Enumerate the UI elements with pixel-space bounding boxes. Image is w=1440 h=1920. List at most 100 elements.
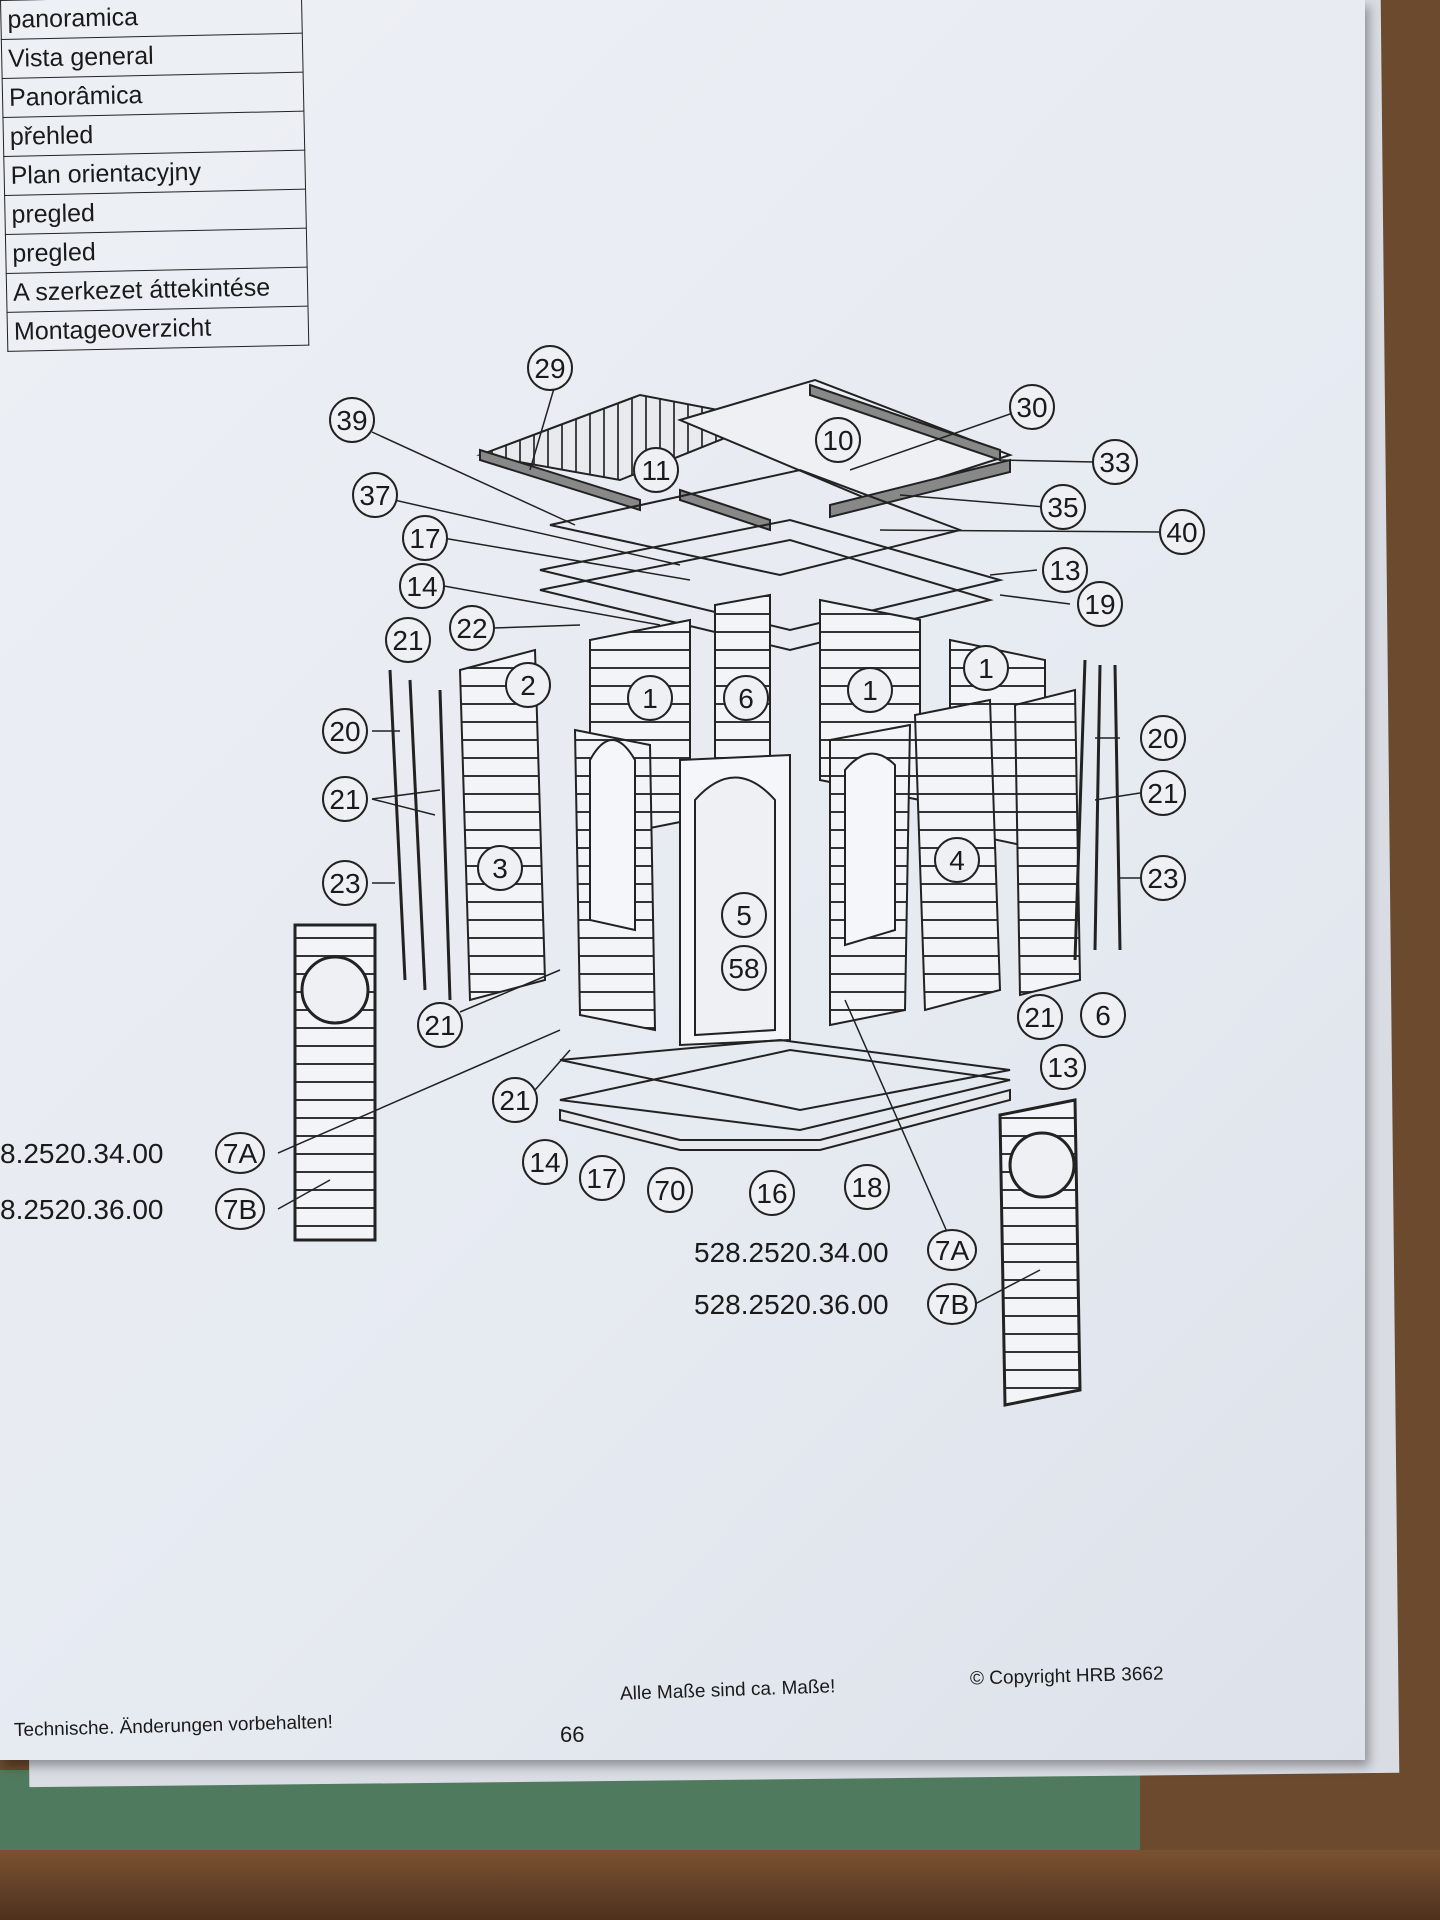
callout-22: 22 <box>449 605 495 651</box>
svg-text:35: 35 <box>1047 492 1078 523</box>
svg-text:6: 6 <box>1095 1000 1111 1031</box>
callout-14: 14 <box>522 1139 568 1185</box>
svg-text:21: 21 <box>1024 1002 1055 1033</box>
sauna-exploded-diagram: 29 39 11 10 30 33 37 35 40 17 13 14 19 2… <box>0 345 1205 1407</box>
svg-text:21: 21 <box>424 1010 455 1041</box>
callout-33: 33 <box>1092 439 1138 485</box>
svg-text:21: 21 <box>392 625 423 656</box>
callout-30: 30 <box>1009 384 1055 430</box>
part-label-left-7B: 8.2520.36.00 7B <box>0 1188 265 1230</box>
svg-text:8.2520.36.00: 8.2520.36.00 <box>0 1194 164 1225</box>
roof-batten <box>829 458 1011 519</box>
svg-text:70: 70 <box>654 1175 685 1206</box>
callout-21: 21 <box>322 776 368 822</box>
roof-batten <box>479 448 641 512</box>
svg-text:6: 6 <box>738 683 754 714</box>
part-number-labels: 8.2520.34.00 7A 8.2520.36.00 7B 528.2520… <box>0 1132 977 1325</box>
callout-11: 11 <box>633 447 679 493</box>
svg-text:21: 21 <box>499 1085 530 1116</box>
svg-text:7B: 7B <box>223 1194 257 1225</box>
svg-text:18: 18 <box>851 1172 882 1203</box>
arched-window <box>589 739 636 932</box>
callout-23: 23 <box>1140 855 1186 901</box>
porthole-window <box>1008 1131 1076 1199</box>
callout-6: 6 <box>1080 992 1126 1038</box>
callout-21: 21 <box>492 1077 538 1123</box>
svg-text:7B: 7B <box>935 1289 969 1320</box>
svg-text:11: 11 <box>641 455 670 486</box>
callout-6: 6 <box>723 675 769 721</box>
svg-text:10: 10 <box>822 425 853 456</box>
svg-text:1: 1 <box>862 675 878 706</box>
svg-text:14: 14 <box>529 1147 560 1178</box>
svg-text:23: 23 <box>329 868 360 899</box>
wall-panel-6 <box>1013 688 1082 997</box>
callout-10: 10 <box>815 417 861 463</box>
svg-text:16: 16 <box>756 1178 787 1209</box>
porthole-window <box>300 955 370 1025</box>
top-frame <box>539 538 994 652</box>
wooden-surface <box>0 1850 1440 1920</box>
callout-39: 39 <box>329 397 375 443</box>
svg-text:14: 14 <box>406 571 437 602</box>
svg-text:4: 4 <box>949 845 965 876</box>
svg-text:20: 20 <box>1147 723 1178 754</box>
side-door-panels <box>293 923 1082 1407</box>
callout-1: 1 <box>627 675 673 721</box>
svg-text:58: 58 <box>728 953 759 984</box>
svg-text:5: 5 <box>736 900 752 931</box>
svg-text:1: 1 <box>642 683 658 714</box>
callout-29: 29 <box>527 345 573 391</box>
svg-text:3: 3 <box>492 853 508 884</box>
callout-17: 17 <box>402 515 448 561</box>
callout-21: 21 <box>1017 994 1063 1040</box>
svg-text:23: 23 <box>1147 863 1178 894</box>
callout-13: 13 <box>1040 1044 1086 1090</box>
svg-text:40: 40 <box>1166 517 1197 548</box>
callout-16: 16 <box>749 1170 795 1216</box>
svg-text:21: 21 <box>329 784 360 815</box>
callout-21: 21 <box>1140 770 1186 816</box>
callout-40: 40 <box>1159 509 1205 555</box>
svg-text:33: 33 <box>1099 447 1130 478</box>
floor-assembly <box>559 1038 1011 1151</box>
callout-21: 21 <box>385 617 431 663</box>
svg-text:21: 21 <box>1147 778 1178 809</box>
svg-text:30: 30 <box>1016 392 1047 423</box>
svg-text:22: 22 <box>456 613 487 644</box>
svg-text:17: 17 <box>586 1163 617 1194</box>
callout-1: 1 <box>963 645 1009 691</box>
callout-bubbles: 29 39 11 10 30 33 37 35 40 17 13 14 19 2… <box>322 345 1205 1216</box>
leader-lines <box>277 367 1161 1305</box>
callout-19: 19 <box>1077 581 1123 627</box>
callout-5: 5 <box>721 892 767 938</box>
callout-3: 3 <box>477 845 523 891</box>
callout-70: 70 <box>647 1167 693 1213</box>
wall-panel-2 <box>458 648 547 1002</box>
callout-23: 23 <box>322 860 368 906</box>
svg-text:37: 37 <box>359 480 390 511</box>
floor-frame <box>559 1038 1011 1112</box>
callout-58: 58 <box>721 945 767 991</box>
callout-37: 37 <box>352 472 398 518</box>
part-label-right-7A: 528.2520.34.00 7A <box>694 1229 977 1271</box>
svg-text:528.2520.34.00: 528.2520.34.00 <box>694 1237 889 1268</box>
svg-text:13: 13 <box>1047 1052 1078 1083</box>
callout-21: 21 <box>417 1002 463 1048</box>
callout-18: 18 <box>844 1164 890 1210</box>
callout-14: 14 <box>399 563 445 609</box>
callout-35: 35 <box>1040 484 1086 530</box>
page-number: 66 <box>560 1722 585 1747</box>
part-label-right-7B: 528.2520.36.00 7B <box>694 1283 977 1325</box>
callout-1: 1 <box>847 667 893 713</box>
top-frame <box>539 518 1004 632</box>
callout-13: 13 <box>1042 547 1088 593</box>
svg-text:1: 1 <box>978 653 994 684</box>
floor-board <box>559 1088 1011 1151</box>
svg-text:39: 39 <box>336 405 367 436</box>
callout-20: 20 <box>1140 715 1186 761</box>
floor-frame <box>559 1048 1011 1132</box>
svg-text:29: 29 <box>534 353 565 384</box>
svg-text:8.2520.34.00: 8.2520.34.00 <box>0 1138 164 1169</box>
svg-text:20: 20 <box>329 716 360 747</box>
